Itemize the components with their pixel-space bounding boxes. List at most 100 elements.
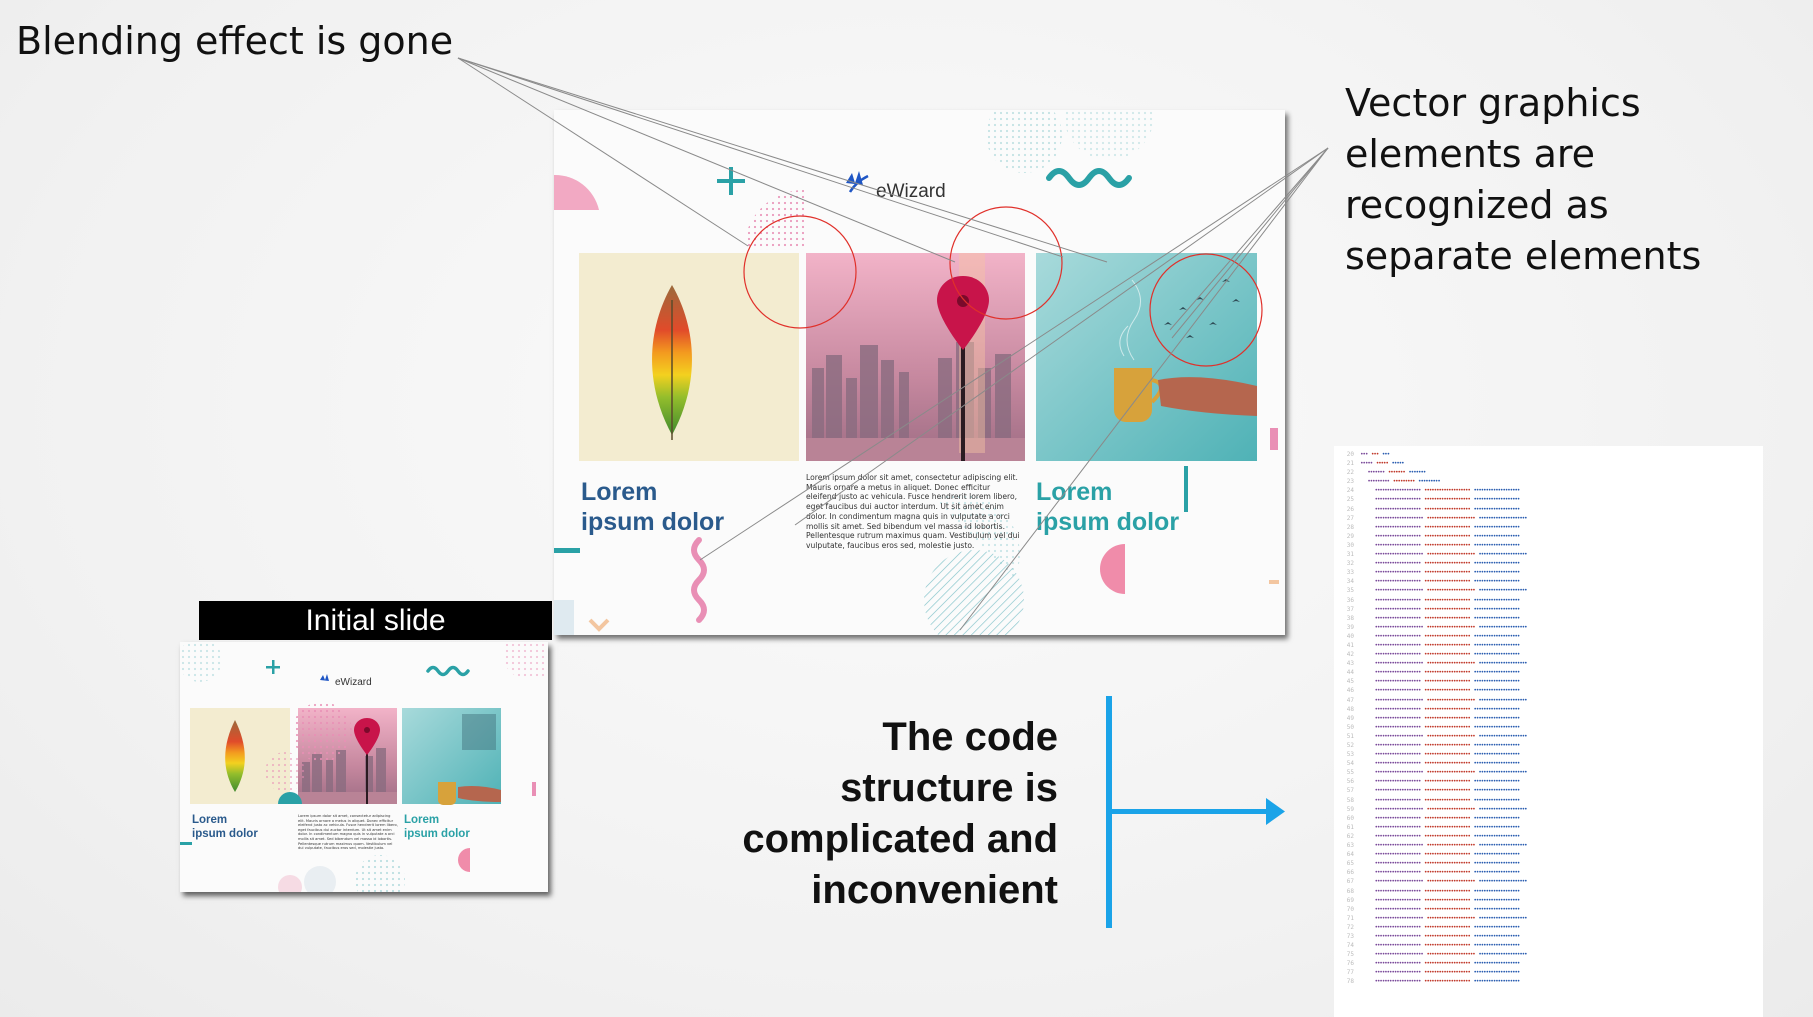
code-line: ••••••• ••••••• ••••••• xyxy=(1367,469,1426,477)
code-line: ••••••••••••••••••• ••••••••••••••••••• … xyxy=(1374,887,1520,895)
code-line: ••••••••••••••••••• ••••••••••••••••••• … xyxy=(1374,578,1520,586)
heading-left-line1: Lorem xyxy=(581,478,657,506)
code-line: •••••••••••••••••••• •••••••••••••••••••… xyxy=(1374,842,1527,850)
code-line-number: 53 xyxy=(1346,751,1354,759)
code-line-number: 72 xyxy=(1346,923,1354,931)
vector-callout-line: recognized as xyxy=(1345,183,1609,227)
highlight-circle xyxy=(743,215,857,329)
code-line-number: 57 xyxy=(1346,787,1354,795)
teal-wave-shape xyxy=(1046,168,1132,188)
code-line-number: 74 xyxy=(1346,942,1354,950)
code-line-number: 67 xyxy=(1346,878,1354,886)
pink-dots-shape xyxy=(744,190,804,250)
code-line-number: 25 xyxy=(1346,496,1354,504)
arrow-shaft xyxy=(1112,809,1275,814)
code-line-number: 76 xyxy=(1346,960,1354,968)
code-line-number: 27 xyxy=(1346,514,1354,522)
code-line-number: 39 xyxy=(1346,623,1354,631)
code-line: ••••••••••••••••••• ••••••••••••••••••• … xyxy=(1374,687,1520,695)
code-line: ••••••••••••••••••• ••••••••••••••••••• … xyxy=(1374,751,1520,759)
code-line-number: 26 xyxy=(1346,505,1354,513)
heading-right-line2: ipsum dolor xyxy=(1036,508,1179,536)
code-line-number: 66 xyxy=(1346,869,1354,877)
code-line: ••••••••••••••••••• ••••••••••••••••••• … xyxy=(1374,787,1520,795)
code-line: ••••••••••••••••••• ••••••••••••••••••• … xyxy=(1374,869,1520,877)
initial-slide-label: Initial slide xyxy=(199,601,552,640)
code-callout: The code structure is complicated and in… xyxy=(620,712,1058,916)
code-line-number: 22 xyxy=(1346,469,1354,477)
code-line: ••••••••••••••••••• ••••••••••••••••••• … xyxy=(1374,896,1520,904)
code-line: ••••••••••••••••••• ••••••••••••••••••• … xyxy=(1374,560,1520,568)
code-line: ••••••••••••••••••• ••••••••••••••••••• … xyxy=(1374,778,1520,786)
code-line-number: 59 xyxy=(1346,805,1354,813)
code-line: ••••••••••••••••••• ••••••••••••••••••• … xyxy=(1374,932,1520,940)
code-line-number: 78 xyxy=(1346,978,1354,986)
code-line: ••••••••••••••••••• ••••••••••••••••••• … xyxy=(1374,523,1520,531)
heading-right-line1: Lorem xyxy=(404,814,439,826)
code-line: ••••••••••••••••••• ••••••••••••••••••• … xyxy=(1374,723,1520,731)
vector-callout-line: Vector graphics xyxy=(1345,81,1641,125)
code-line: ••••••••••••••••••• ••••••••••••••••••• … xyxy=(1374,960,1520,968)
code-line-number: 77 xyxy=(1346,969,1354,977)
code-line: ••••••••••••••••••• ••••••••••••••••••• … xyxy=(1374,823,1520,831)
code-line: •••••••••••••••••••• •••••••••••••••••••… xyxy=(1374,878,1527,886)
code-line-number: 61 xyxy=(1346,823,1354,831)
code-line-number: 37 xyxy=(1346,605,1354,613)
code-line-number: 68 xyxy=(1346,887,1354,895)
code-line-number: 42 xyxy=(1346,651,1354,659)
heading-right-line1: Lorem xyxy=(1036,478,1112,506)
code-line: ••••••••••••••••••• ••••••••••••••••••• … xyxy=(1374,978,1520,986)
blending-callout: Blending effect is gone xyxy=(16,19,454,63)
initial-slide: eWizard Lorem ipsum dolor Lorem ipsum do… xyxy=(180,642,548,892)
code-line: ••••••••••••••••••• ••••••••••••••••••• … xyxy=(1374,851,1520,859)
code-line: •••••••••••••••••••• •••••••••••••••••••… xyxy=(1374,732,1527,740)
code-line: ••••••••••••••••••• ••••••••••••••••••• … xyxy=(1374,923,1520,931)
code-line: •••••••••••••••••••• •••••••••••••••••••… xyxy=(1374,660,1527,668)
highlight-circle xyxy=(949,206,1063,320)
code-line: ••••••••••••••••••• ••••••••••••••••••• … xyxy=(1374,705,1520,713)
code-line: ••••••••• ••••••••• ••••••••• xyxy=(1367,478,1441,486)
code-line-number: 45 xyxy=(1346,678,1354,686)
code-line-number: 20 xyxy=(1346,451,1354,458)
code-line-number: 30 xyxy=(1346,541,1354,549)
code-line-number: 50 xyxy=(1346,723,1354,731)
code-line-number: 47 xyxy=(1346,696,1354,704)
code-line-number: 69 xyxy=(1346,896,1354,904)
code-line: •••••••••••••••••••• •••••••••••••••••••… xyxy=(1374,551,1527,559)
code-callout-line: The code xyxy=(882,715,1058,759)
code-line-number: 51 xyxy=(1346,732,1354,740)
code-line-number: 32 xyxy=(1346,560,1354,568)
code-line: ••••••••••••••••••• ••••••••••••••••••• … xyxy=(1374,569,1520,577)
code-line: •••••••••••••••••••• •••••••••••••••••••… xyxy=(1374,587,1527,595)
code-line: •••••••••••••••••••• •••••••••••••••••••… xyxy=(1374,623,1527,631)
code-callout-line: complicated and xyxy=(742,817,1058,861)
code-line: ••••••••••••••••••• ••••••••••••••••••• … xyxy=(1374,596,1520,604)
code-line-number: 52 xyxy=(1346,742,1354,749)
code-line: ••••••••••••••••••• ••••••••••••••••••• … xyxy=(1374,641,1520,649)
code-callout-line: inconvenient xyxy=(811,868,1058,912)
code-bracket xyxy=(1106,696,1112,928)
code-line: ••••••••••••••••••• ••••••••••••••••••• … xyxy=(1374,487,1520,495)
brand-name: eWizard xyxy=(335,677,372,688)
code-line-number: 58 xyxy=(1346,796,1354,804)
vector-callout: Vector graphics elements are recognized … xyxy=(1345,78,1785,282)
vector-callout-line: separate elements xyxy=(1345,234,1702,278)
code-line: ••••••••••••••••••• ••••••••••••••••••• … xyxy=(1374,532,1520,540)
code-line-number: 43 xyxy=(1346,660,1354,668)
code-line: ••••••••••••••••••• ••••••••••••••••••• … xyxy=(1374,969,1520,977)
code-line-number: 40 xyxy=(1346,632,1354,640)
code-line-number: 73 xyxy=(1346,932,1354,940)
code-line: •••••••••••••••••••• •••••••••••••••••••… xyxy=(1374,514,1527,522)
cup-photo xyxy=(1036,253,1257,461)
code-line-number: 33 xyxy=(1346,569,1354,577)
body-text: Lorem ipsum dolor sit amet, consectetur … xyxy=(298,814,398,851)
code-line-number: 70 xyxy=(1346,905,1354,913)
code-line: ••••••••••••••••••• ••••••••••••••••••• … xyxy=(1374,714,1520,722)
code-line: ••••••••••••••••••• ••••••••••••••••••• … xyxy=(1374,760,1520,768)
code-line: ••••••••••••••••••• ••••••••••••••••••• … xyxy=(1374,541,1520,549)
code-line-number: 65 xyxy=(1346,860,1354,868)
blending-pointer-lines xyxy=(457,57,1108,263)
